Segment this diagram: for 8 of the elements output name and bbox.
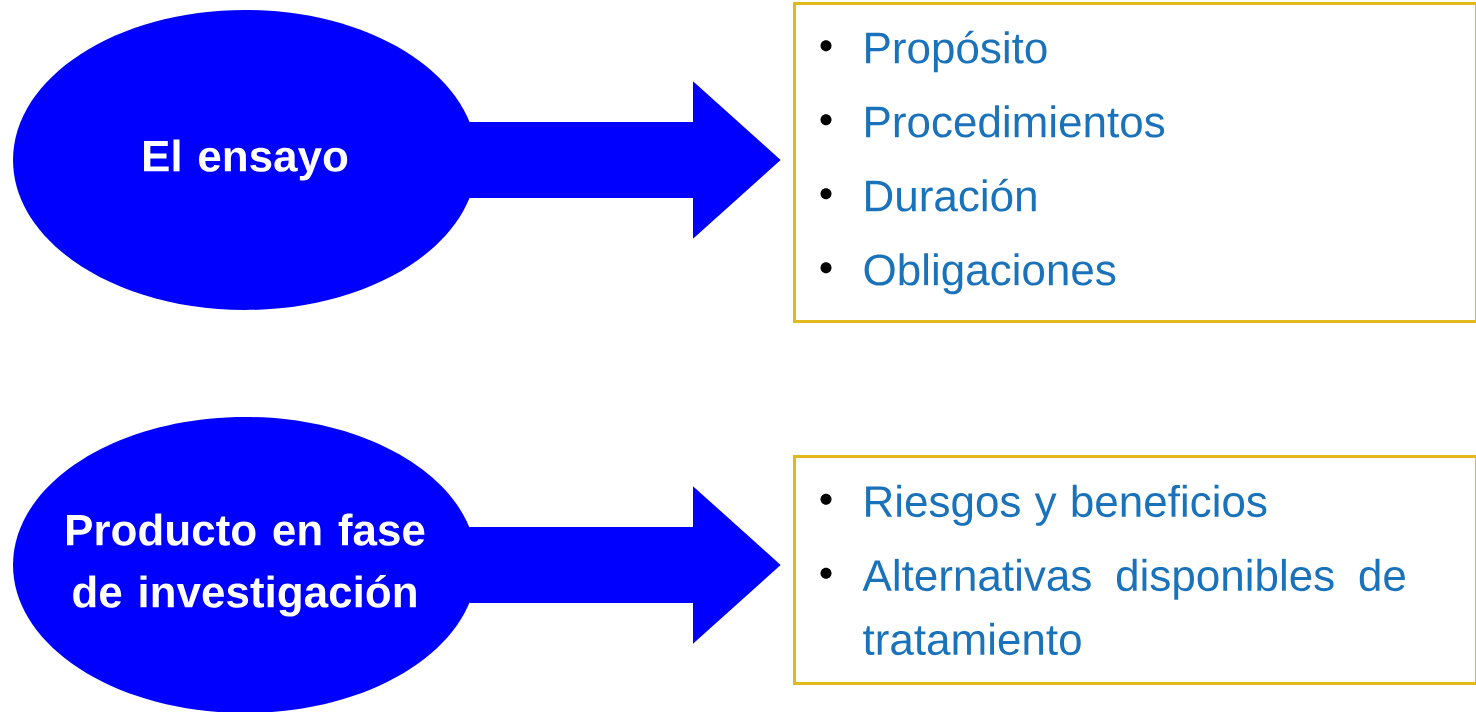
- list-item: Alternativas disponibles de tratamiento: [862, 558, 1405, 656]
- list-item: Procedimientos: [866, 105, 1165, 138]
- list-box: [793, 2, 1476, 323]
- list-box: [793, 455, 1476, 685]
- list-item: Obligaciones: [864, 253, 1116, 295]
- list-item: Propósito: [866, 30, 1047, 73]
- list-item: Duración: [866, 178, 1036, 212]
- list-item: Riesgos y beneficios: [866, 484, 1267, 526]
